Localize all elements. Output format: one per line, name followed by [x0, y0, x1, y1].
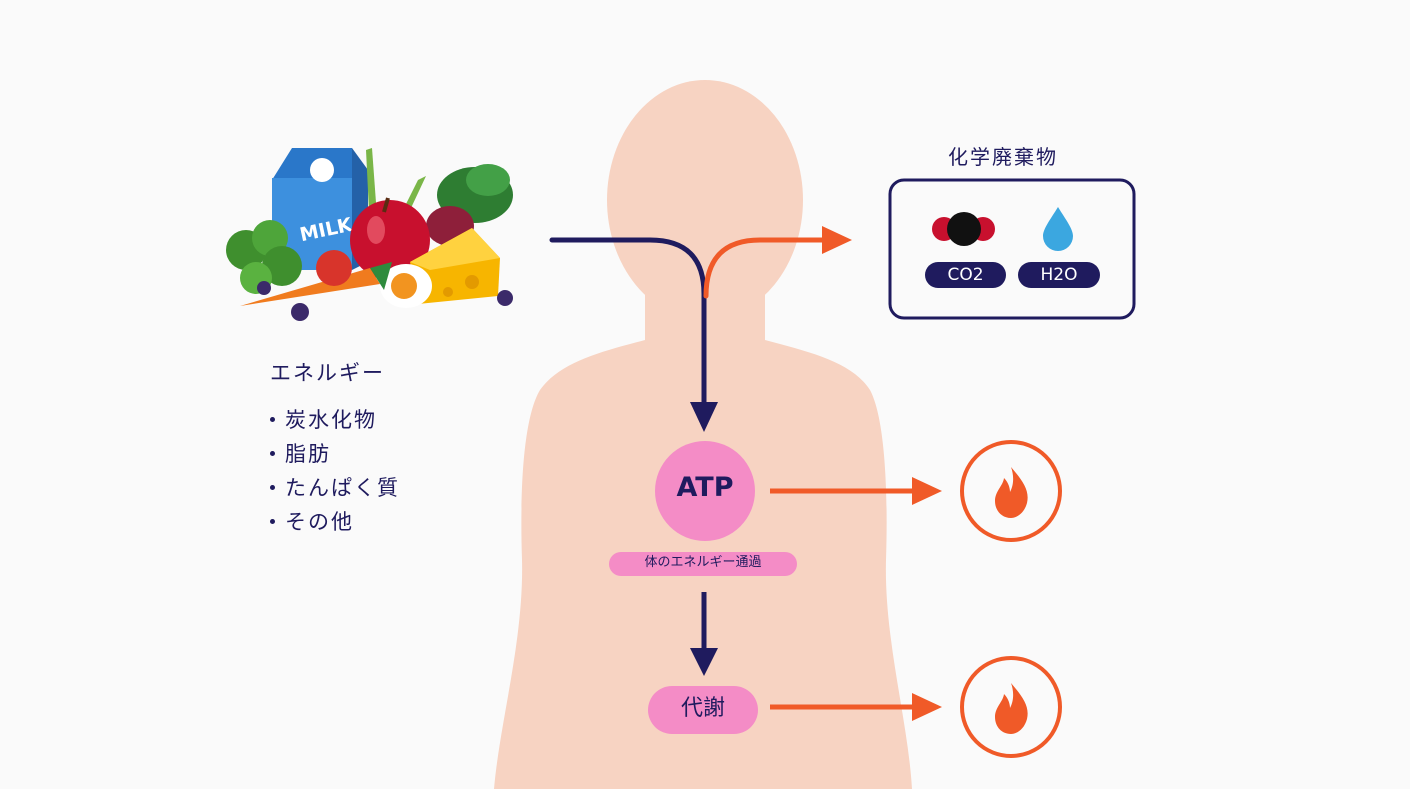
body-silhouette: [494, 80, 912, 789]
bullet-icon: [270, 416, 275, 422]
h2o-pill: [1018, 262, 1100, 288]
co2-pill: [925, 262, 1006, 288]
food-illustration: MILK: [226, 148, 513, 321]
co2-label: CO2: [947, 265, 984, 285]
waste-box: [888, 178, 1136, 320]
energy-title: エネルギー: [270, 361, 385, 385]
energy-item-label: 炭水化物: [285, 408, 377, 432]
bullet-icon: [270, 518, 275, 524]
flame-icon: [960, 440, 1062, 542]
energy-pass-pill: [609, 552, 797, 576]
energy-item-label: その他: [285, 510, 354, 534]
list-item: その他: [268, 507, 400, 541]
list-item: 脂肪: [268, 439, 400, 473]
list-item: たんぱく質: [268, 473, 400, 507]
energy-list: 炭水化物 脂肪 たんぱく質 その他: [268, 405, 400, 541]
h2o-label: H2O: [1040, 265, 1078, 285]
metabolism-label: 代謝: [680, 696, 725, 721]
metabolism-heat-arrow: [770, 693, 942, 721]
flame-icon: [960, 656, 1062, 758]
atp-node: [655, 441, 755, 541]
co2-molecule-icon: [932, 212, 995, 246]
energy-item-label: 脂肪: [285, 442, 331, 466]
energy-pass-label: 体のエネルギー通過: [644, 555, 762, 570]
metabolism-node: [648, 686, 758, 734]
atp-to-metabolism-arrow: [690, 592, 718, 676]
water-drop-icon: [1043, 207, 1073, 251]
waste-title: 化学廃棄物: [948, 145, 1058, 169]
list-item: 炭水化物: [268, 405, 400, 439]
atp-heat-arrow: [770, 477, 942, 505]
atp-label: ATP: [676, 472, 734, 503]
energy-item-label: たんぱく質: [285, 476, 400, 500]
bullet-icon: [270, 484, 275, 490]
waste-flow-arrow: [703, 226, 852, 299]
bullet-icon: [270, 450, 275, 456]
